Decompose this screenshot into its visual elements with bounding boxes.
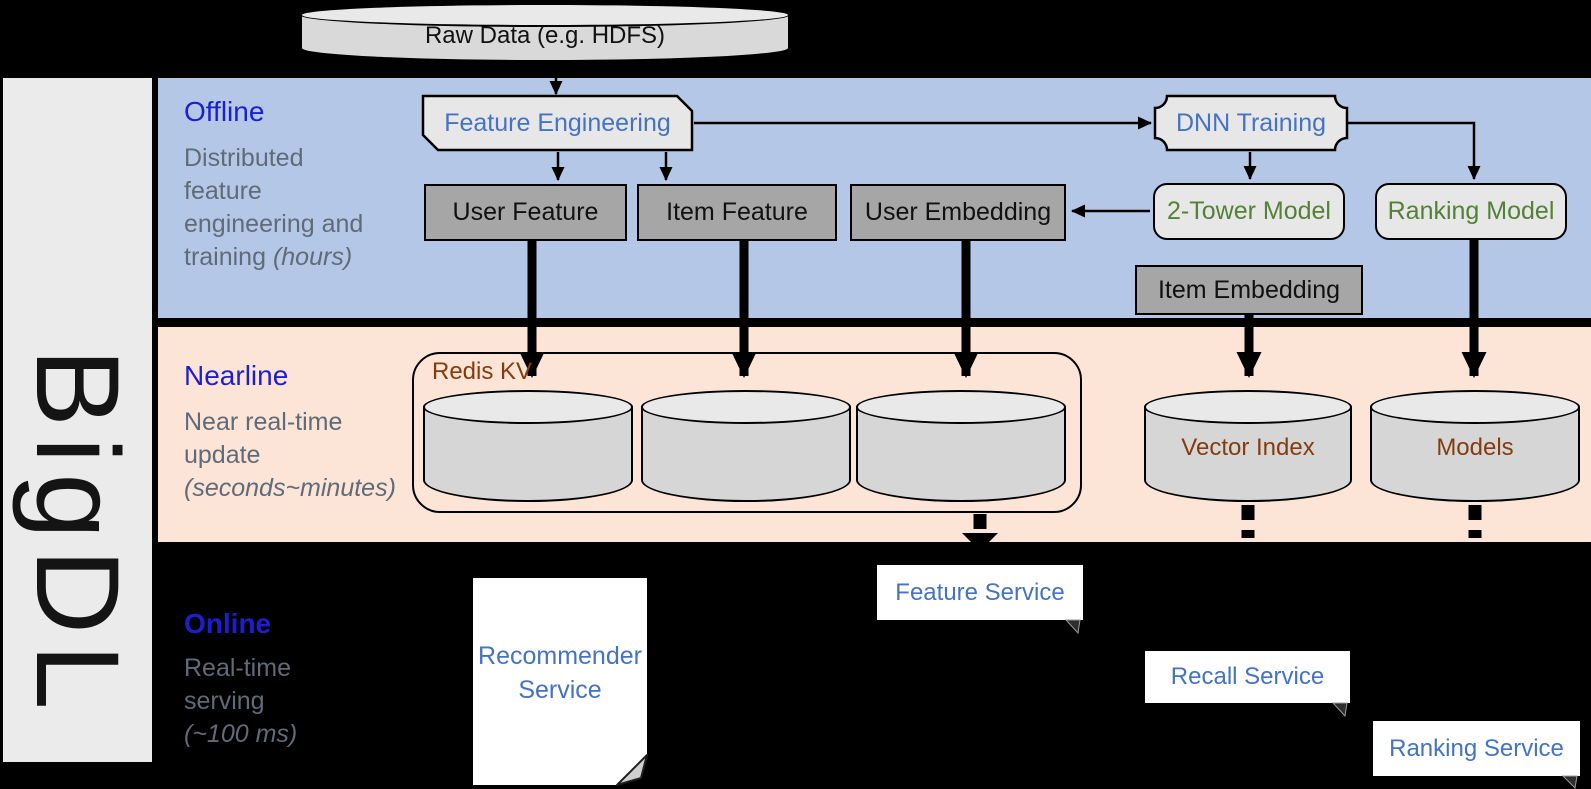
offline-desc-line4: training (hours) [184,243,353,271]
feature-service-fold [1064,619,1081,635]
offline-band-title: Offline [184,96,265,127]
offline-desc-line2: feature [184,177,262,205]
user-feature-box: User Feature [424,184,627,241]
bigdl-brand-label: BigDL [11,348,143,720]
nearline-desc-line3: (seconds~minutes) [184,474,396,502]
models-label: Models [1436,434,1514,461]
ranking-service-fold [1561,775,1578,789]
ranking-model-label: Ranking Model [1387,197,1555,225]
recall-service-label: Recall Service [1170,663,1325,690]
redis-cylinder-2 [641,390,851,502]
offline-band-description: Distributed feature engineering and trai… [184,142,363,274]
recall-service-box: Recall Service [1145,651,1350,703]
feature-service-label: Feature Service [895,578,1065,606]
item-embedding-box: Item Embedding [1135,265,1363,315]
redis-cylinder-1 [423,390,633,502]
online-band-title: Online [184,608,272,639]
online-desc-line1: Real-time [184,654,291,682]
feature-engineering-label: Feature Engineering [444,108,671,137]
ranking-service-box: Ranking Service [1373,721,1580,776]
raw-data-cylinder-top [300,3,790,27]
vector-index-cylinder: Vector Index [1144,390,1352,502]
nearline-band-title: Nearline [184,360,289,391]
item-feature-box: Item Feature [637,184,837,241]
cylinder-top [641,390,851,424]
dnn-training-label: DNN Training [1175,108,1327,137]
recommender-service-label: Recommender Service [478,642,642,704]
cylinder-top [1144,390,1352,424]
item-feature-label: Item Feature [666,198,808,226]
offline-desc-line1: Distributed [184,144,304,172]
models-cylinder: Models [1370,390,1580,502]
cylinder-body [641,407,851,502]
online-band-description: Real-time serving (~100 ms) [184,652,297,751]
recall-service-fold [1331,702,1348,718]
nearline-desc-line1: Near real-time [184,408,343,436]
cylinder-top [423,390,633,424]
nearline-band-description: Near real-time update (seconds~minutes) [184,406,396,505]
online-desc-line2: serving [184,687,265,715]
ranking-service-label: Ranking Service [1389,734,1564,762]
two-tower-model-label: 2-Tower Model [1167,197,1331,225]
user-feature-label: User Feature [452,198,599,226]
feature-service-box: Feature Service [877,565,1083,620]
offline-desc-line3: engineering and [184,210,364,238]
ranking-model-box: Ranking Model [1375,183,1567,240]
cylinder-top [1370,390,1580,424]
redis-kv-label: Redis KV [432,358,533,385]
user-embedding-box: User Embedding [850,184,1066,241]
item-embedding-label: Item Embedding [1157,275,1341,304]
online-desc-line3: (~100 ms) [184,720,298,748]
cylinder-body [856,407,1066,502]
redis-cylinder-3 [856,390,1066,502]
bigdl-sidebar [3,78,152,762]
nearline-desc-line2: update [184,441,261,469]
vector-index-label: Vector Index [1181,434,1315,461]
raw-data-label: Raw Data (e.g. HDFS) [424,22,666,49]
user-embedding-label: User Embedding [864,198,1052,226]
cylinder-top [856,390,1066,424]
two-tower-model-box: 2-Tower Model [1153,183,1345,240]
